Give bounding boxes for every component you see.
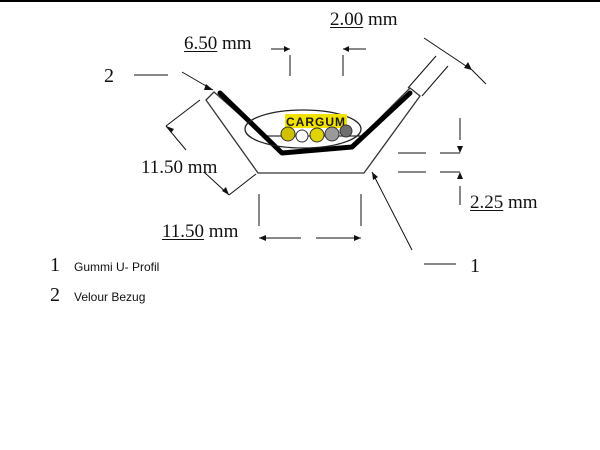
arrowhead [166, 126, 174, 133]
leader-callout-2 [134, 71, 214, 91]
legend-label: Gummi U- Profil [74, 260, 160, 274]
top-border-line [0, 0, 600, 2]
dimension-unit: mm [508, 192, 538, 213]
arrowhead [343, 46, 349, 52]
dimension-value: 6.50 [184, 33, 218, 54]
dimension-value: 2.00 [330, 9, 364, 30]
arrowhead [464, 62, 472, 70]
dimension-label-top-gap: 2.00 mm [330, 10, 398, 29]
dimension-lines-top-gap [407, 37, 487, 97]
arrowhead [222, 187, 229, 195]
callout-number-1: 1 [470, 255, 480, 277]
arrowhead [204, 84, 213, 90]
dimension-label-bottom: 11.50 mm [162, 222, 238, 241]
arrowhead [259, 235, 266, 241]
arrowhead [354, 235, 361, 241]
callout-number-2: 2 [104, 65, 114, 87]
dimension-unit: mm [368, 9, 398, 30]
dimension-value: 11.50 [162, 221, 205, 242]
legend-number: 2 [50, 284, 60, 306]
velour-lining [217, 90, 413, 156]
legend-number: 1 [50, 254, 60, 276]
dimension-label-side: 11.50 mm [141, 158, 217, 177]
arrowhead [372, 172, 378, 180]
svg-text:CARGUM: CARGUM [286, 115, 346, 129]
legend-label: Velour Bezug [74, 290, 146, 304]
dimension-unit: mm [208, 221, 239, 242]
legend-item: 1 Gummi U- Profil [50, 254, 159, 277]
dimension-label-top-inner: 6.50 mm [184, 34, 252, 53]
leader-callout-1 [371, 171, 456, 265]
dimension-label-depth: 2.25 mm [470, 193, 538, 212]
dimension-unit: mm [222, 33, 252, 54]
legend-item: 2 Velour Bezug [50, 284, 145, 307]
dimension-lines-top-inner [271, 48, 366, 76]
dimension-lines-depth [398, 118, 461, 205]
cargum-logo: CARGUM [244, 109, 362, 149]
dimension-unit: mm [187, 157, 218, 178]
dimension-value: 2.25 [470, 192, 504, 213]
dimension-lines-bottom [258, 194, 362, 239]
arrowhead [284, 46, 290, 52]
arrowhead [457, 146, 463, 153]
arrowhead [457, 172, 463, 179]
dimension-value: 11.50 [141, 157, 184, 178]
